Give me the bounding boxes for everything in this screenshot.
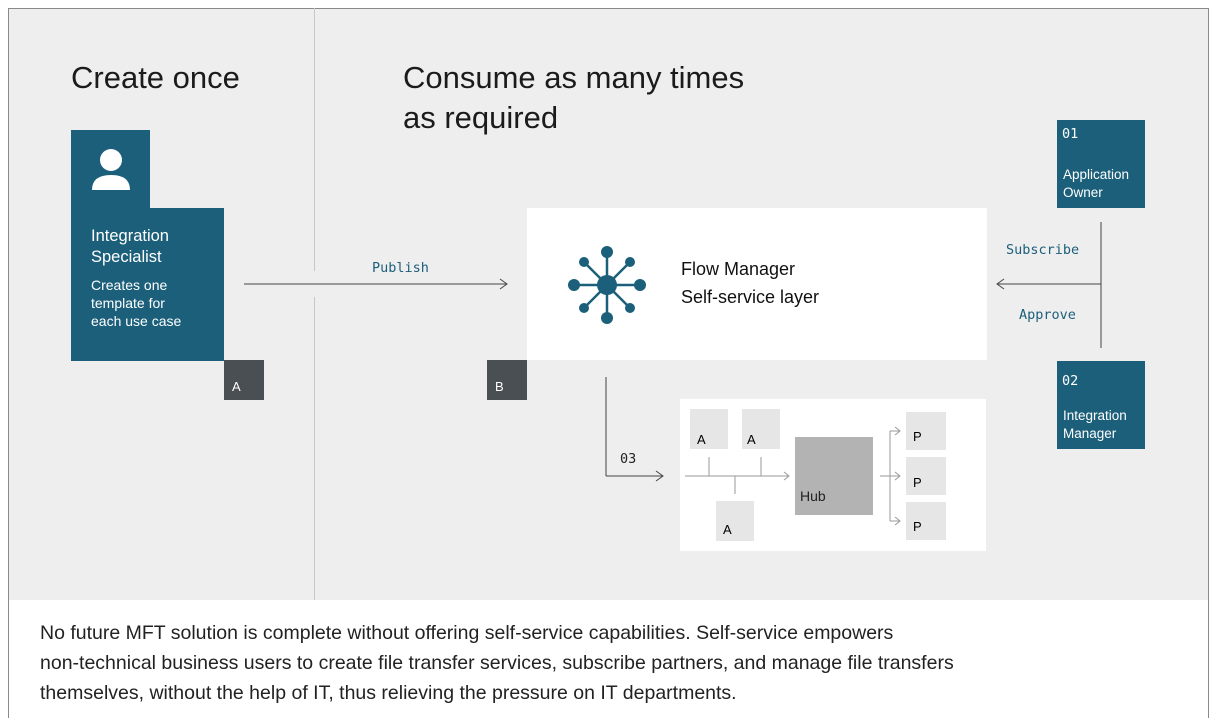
connector-lines	[244, 222, 1102, 482]
subscribe-label: Subscribe	[1006, 242, 1080, 258]
approve-label: Approve	[1019, 307, 1076, 323]
specialist-title-line2: Specialist	[91, 248, 162, 266]
app-box-1-label: A	[697, 432, 706, 447]
heading-create-once: Create once	[71, 60, 240, 95]
specialist-icon-tile	[71, 130, 150, 210]
hub-diagram-panel: A A A Hub P P P	[680, 399, 986, 551]
specialist-title-line1: Integration	[91, 227, 169, 245]
flow-manager-title: Flow Manager	[681, 259, 796, 279]
flow-manager-subtitle: Self-service layer	[681, 287, 820, 307]
app-box-2-label: A	[747, 432, 756, 447]
caption-line2: non-technical business users to create f…	[40, 652, 954, 674]
partner-box-2-label: P	[913, 475, 922, 490]
frame-border-right	[1208, 8, 1209, 718]
specialist-desc-line3: each use case	[91, 313, 182, 329]
caption-line3: themselves, without the help of IT, thus…	[40, 682, 737, 704]
manager-line2: Manager	[1063, 426, 1117, 441]
flow-manager-tag-label: B	[495, 379, 504, 394]
hub-label: Hub	[800, 488, 826, 504]
specialist-card: Integration Specialist Creates one templ…	[71, 208, 224, 361]
partner-box-3: P	[906, 502, 946, 540]
heading-consume-line1: Consume as many times	[403, 60, 745, 95]
step-arrowhead	[655, 470, 664, 482]
app-box-2: A	[742, 409, 780, 449]
integration-manager-card: 02 Integration Manager	[1057, 361, 1145, 449]
specialist-desc-line2: template for	[91, 295, 165, 311]
application-owner-card: 01 Application Owner	[1057, 120, 1145, 208]
flow-manager-card: Flow Manager Self-service layer	[527, 208, 987, 360]
app-box-3-label: A	[723, 522, 732, 537]
partner-box-1-label: P	[913, 429, 922, 444]
app-box-1: A	[690, 409, 728, 449]
specialist-tag-label: A	[232, 379, 241, 394]
owner-line2: Owner	[1063, 185, 1103, 200]
caption-line1: No future MFT solution is complete witho…	[40, 622, 894, 644]
app-box-3: A	[716, 501, 754, 541]
owner-number: 01	[1062, 126, 1079, 142]
step-label: 03	[620, 451, 637, 467]
manager-number: 02	[1062, 373, 1079, 389]
hub-connectors	[685, 426, 901, 526]
publish-arrowhead	[499, 278, 508, 290]
flow-manager-tag: B	[487, 360, 527, 400]
partner-box-2: P	[906, 457, 946, 495]
partner-box-3-label: P	[913, 519, 922, 534]
hub-box: Hub	[795, 437, 873, 515]
frame-border-left	[8, 8, 9, 718]
specialist-desc-line1: Creates one	[91, 277, 168, 293]
frame-border-top	[8, 8, 1209, 9]
hub-network-icon	[568, 246, 646, 324]
caption: No future MFT solution is complete witho…	[40, 618, 1180, 708]
user-icon	[92, 149, 130, 190]
section-divider	[314, 8, 315, 600]
heading-consume-line2: as required	[403, 100, 559, 135]
manager-line1: Integration	[1063, 408, 1127, 423]
subscribe-arrowhead	[996, 278, 1005, 290]
specialist-tag: A	[224, 360, 264, 400]
partner-box-1: P	[906, 412, 946, 450]
owner-line1: Application	[1063, 167, 1130, 182]
publish-label: Publish	[372, 260, 429, 276]
